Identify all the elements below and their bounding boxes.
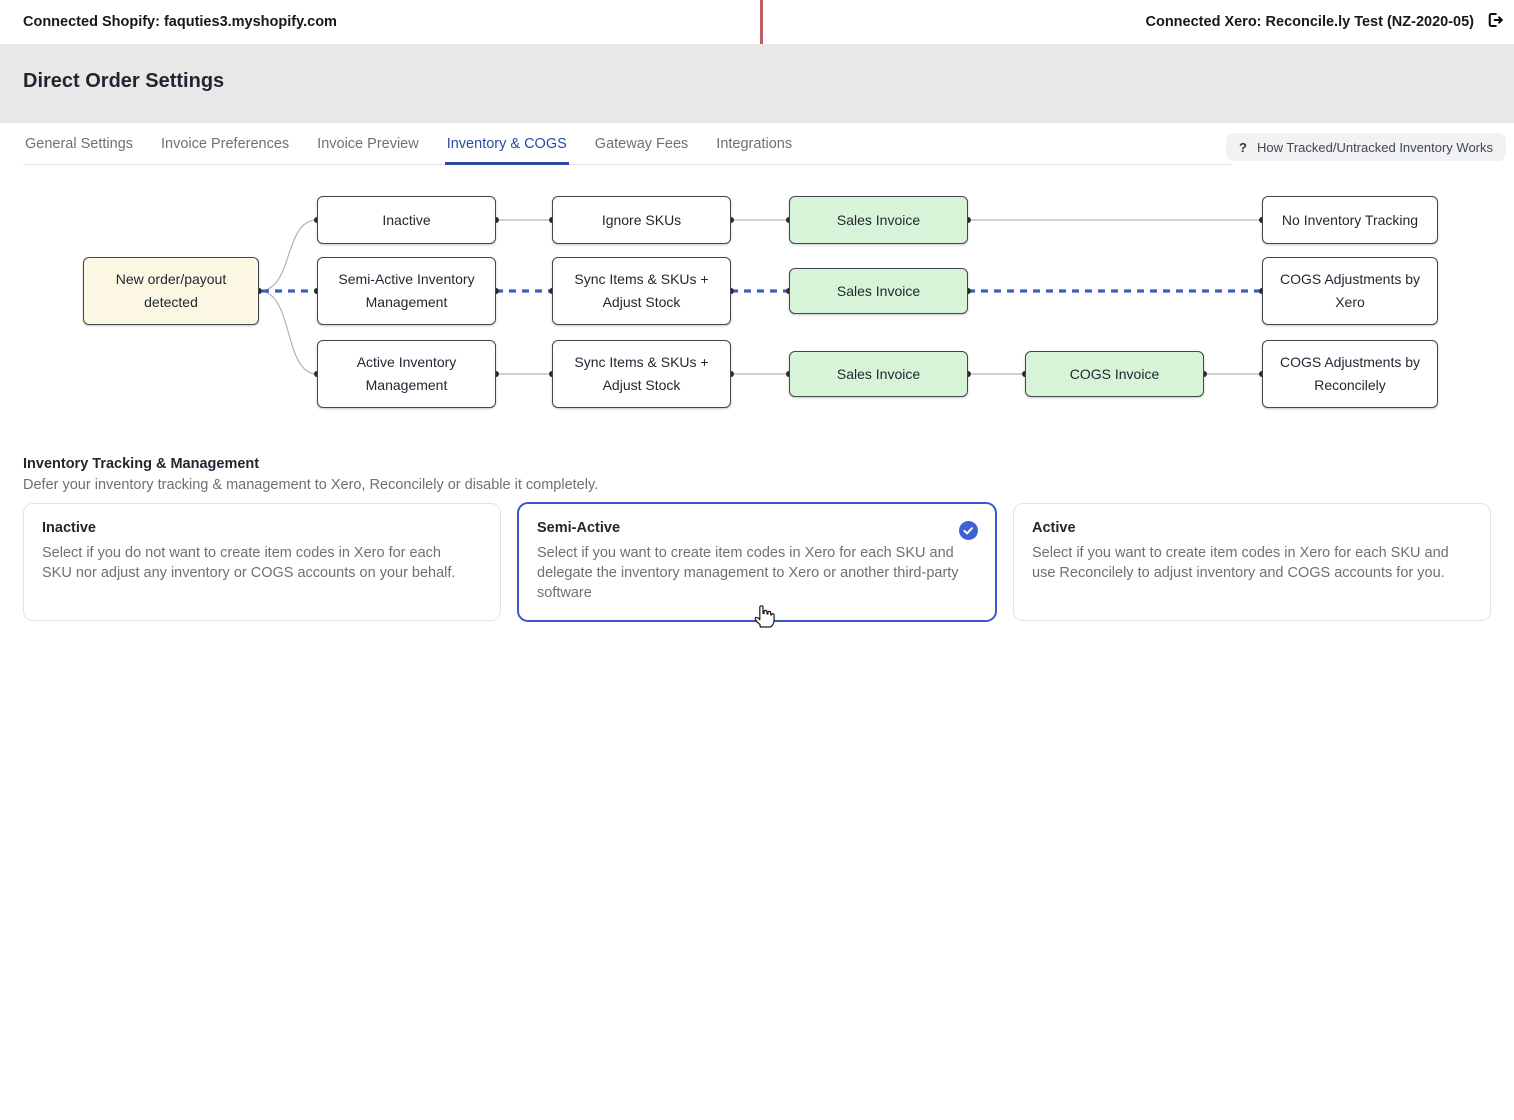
tab-list: General Settings Invoice Preferences Inv… [23, 123, 1233, 165]
flow-node-sync-items-active: Sync Items & SKUs + Adjust Stock [552, 340, 731, 408]
flow-node-cogs-adjustments-by-xero: COGS Adjustments by Xero [1262, 257, 1438, 325]
question-mark-icon: ? [1239, 139, 1247, 155]
xero-connection-label: Connected Xero: Reconcile.ly Test (NZ-20… [1145, 14, 1475, 30]
flow-node-sales-invoice-semi-active: Sales Invoice [789, 268, 968, 314]
flow-node-sync-items-semi-active: Sync Items & SKUs + Adjust Stock [552, 257, 731, 325]
how-inventory-works-button[interactable]: ? How Tracked/Untracked Inventory Works [1226, 133, 1506, 161]
option-title: Inactive [42, 520, 96, 536]
inventory-section-subheading: Defer your inventory tracking & manageme… [23, 477, 599, 493]
option-title: Active [1032, 520, 1076, 536]
inventory-section-heading: Inventory Tracking & Management [23, 456, 260, 472]
option-card-semi-active[interactable]: Semi-Active Select if you want to create… [518, 503, 996, 621]
tab-integrations[interactable]: Integrations [716, 136, 793, 152]
help-button-label: How Tracked/Untracked Inventory Works [1256, 139, 1493, 155]
page-header: Direct Order Settings [0, 44, 1514, 123]
logout-icon[interactable] [1486, 11, 1504, 33]
option-description: Select if you want to create item codes … [1032, 545, 1449, 581]
flow-node-ignore-skus: Ignore SKUs [552, 196, 731, 244]
option-description: Select if you do not want to create item… [42, 545, 456, 581]
flow-node-sales-invoice-active: Sales Invoice [789, 351, 968, 397]
connection-bar: Connected Shopify: faquties3.myshopify.c… [0, 0, 1514, 44]
tab-inventory-cogs[interactable]: Inventory & COGS [444, 136, 569, 165]
selected-check-icon [959, 521, 978, 540]
option-card-inactive[interactable]: Inactive Select if you do not want to cr… [23, 503, 501, 621]
flow-node-new-order-detected: New order/payout detected [83, 257, 259, 325]
red-marker-line [760, 0, 763, 44]
inventory-flowchart: New order/payout detected Inactive Ignor… [0, 185, 1514, 425]
tab-general-settings[interactable]: General Settings [25, 136, 134, 152]
flow-node-active-inventory-management: Active Inventory Management [317, 340, 496, 408]
flow-node-semi-active-inventory-management: Semi-Active Inventory Management [317, 257, 496, 325]
tab-invoice-preferences[interactable]: Invoice Preferences [161, 136, 290, 152]
flow-node-cogs-invoice: COGS Invoice [1025, 351, 1204, 397]
page-title: Direct Order Settings [23, 70, 225, 92]
flow-node-cogs-adjustments-by-reconcilely: COGS Adjustments by Reconcilely [1262, 340, 1438, 408]
tab-invoice-preview[interactable]: Invoice Preview [317, 136, 419, 152]
option-title: Semi-Active [537, 520, 621, 536]
tab-gateway-fees[interactable]: Gateway Fees [594, 136, 689, 152]
option-card-active[interactable]: Active Select if you want to create item… [1013, 503, 1491, 621]
flow-node-sales-invoice-inactive: Sales Invoice [789, 196, 968, 244]
shopify-connection-label: Connected Shopify: faquties3.myshopify.c… [23, 14, 337, 30]
tabs-row: General Settings Invoice Preferences Inv… [0, 123, 1514, 166]
option-description: Select if you want to create item codes … [537, 545, 959, 601]
inventory-option-cards: Inactive Select if you do not want to cr… [23, 503, 1491, 621]
flow-node-inactive: Inactive [317, 196, 496, 244]
flow-node-no-inventory-tracking: No Inventory Tracking [1262, 196, 1438, 244]
mouse-cursor-hand [749, 597, 779, 635]
